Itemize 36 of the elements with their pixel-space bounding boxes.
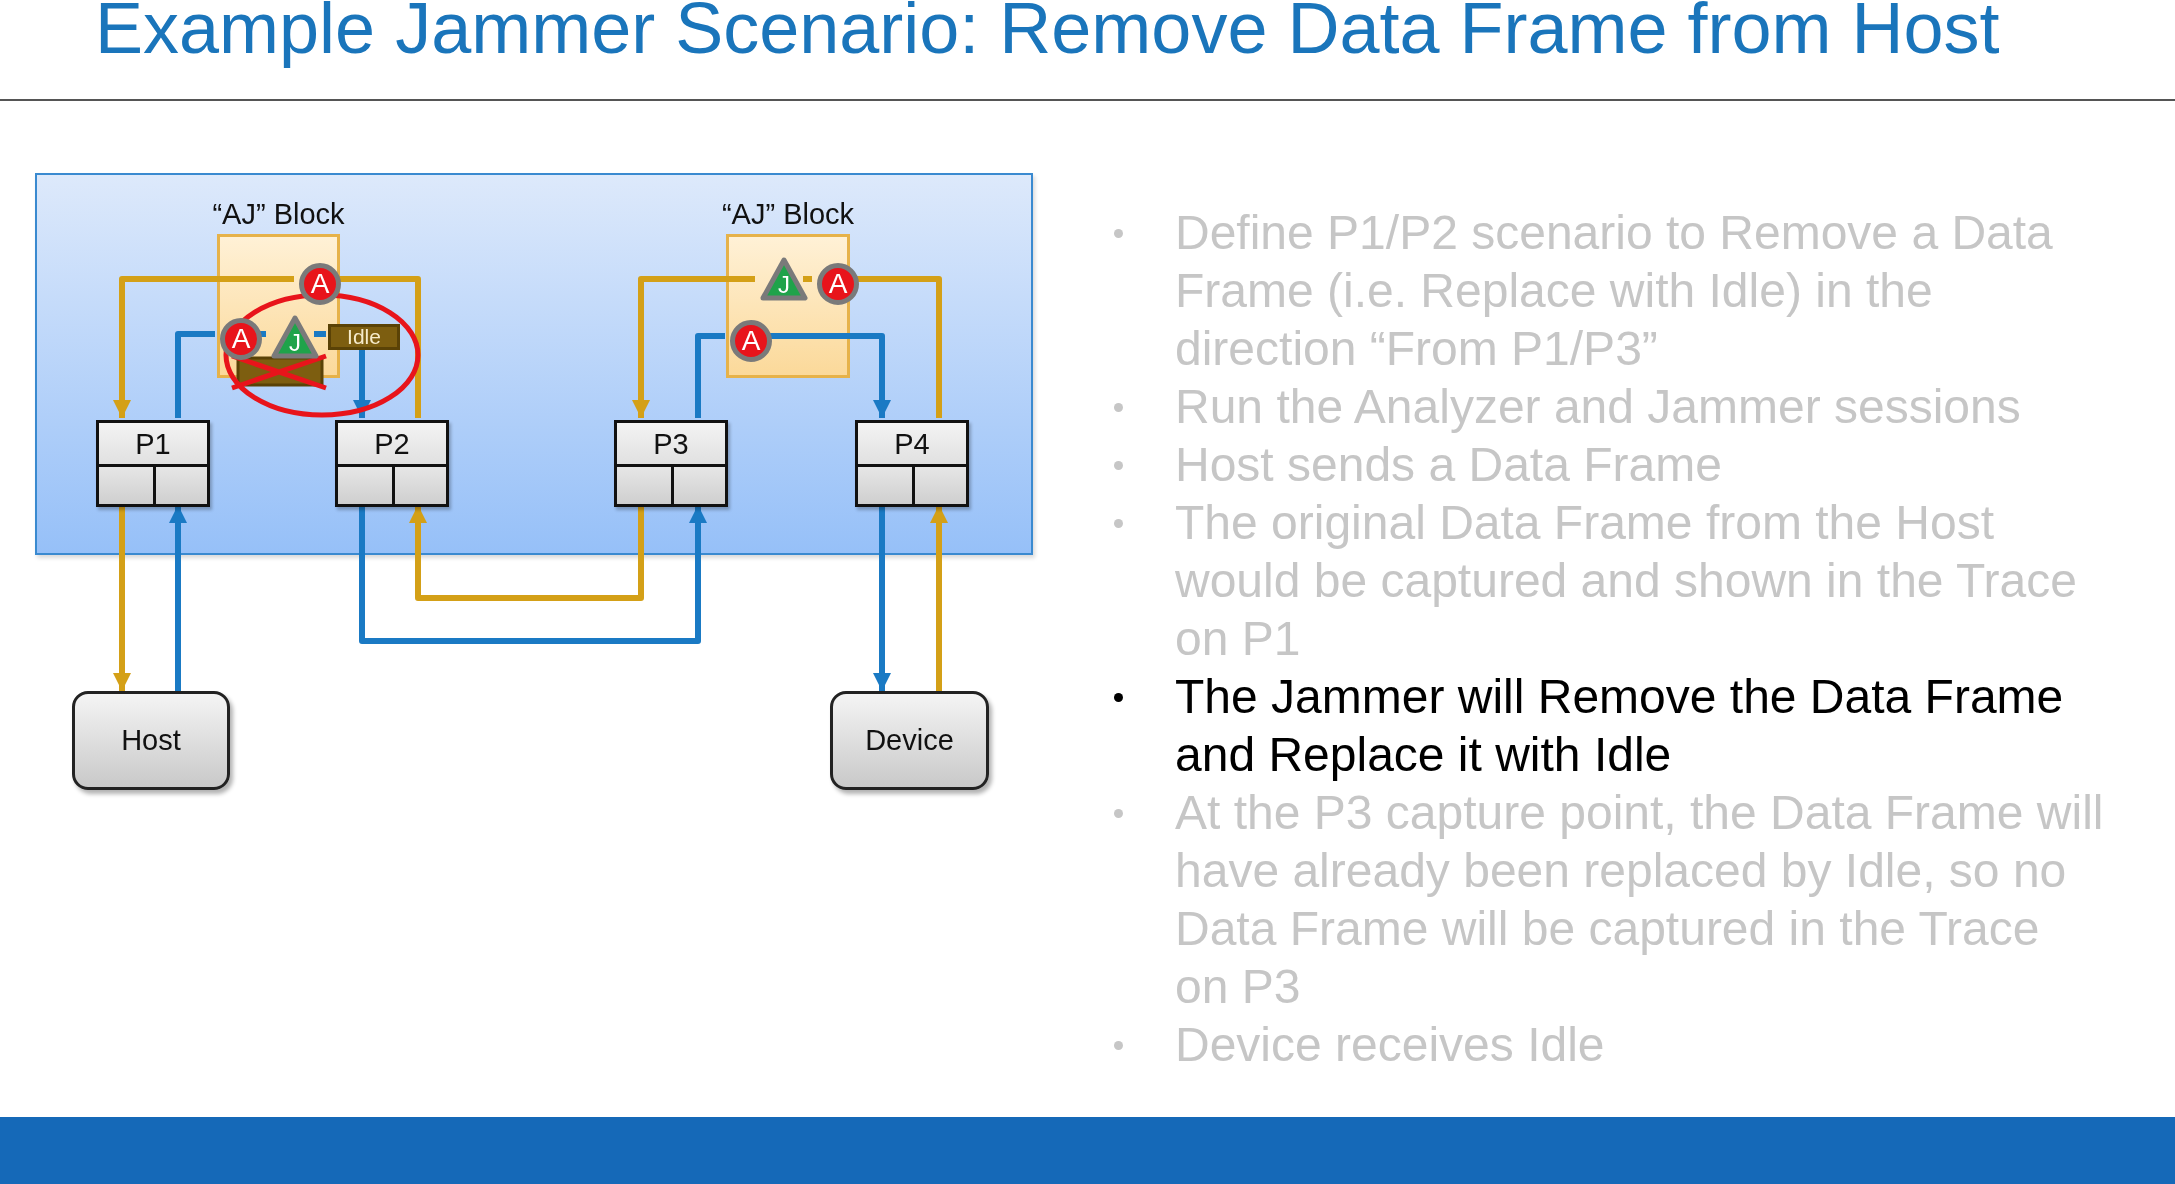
signal-arrow	[113, 505, 131, 691]
signal-arrow	[353, 348, 371, 418]
bullet-text: Device receives Idle	[1175, 1017, 1606, 1073]
signal-arrow	[632, 276, 755, 418]
bullet-text: The Jammer will Remove the Data Frame and Replace it with Idle	[1175, 669, 2065, 783]
analyzer-marker: A	[220, 318, 262, 360]
analyzer-marker: A	[299, 263, 341, 305]
port-box	[855, 420, 969, 507]
jammer-marker: J	[760, 257, 808, 301]
signal-arrow	[169, 505, 187, 691]
analyzer-marker: A	[730, 320, 772, 362]
port-label: P2	[373, 427, 411, 462]
port-label: P3	[652, 427, 690, 462]
bullet-text: Run the Analyzer and Jammer sessions	[1175, 379, 2022, 435]
block-heading: “AJ” Block	[211, 198, 346, 231]
jammer-marker: J	[271, 315, 319, 359]
signal-arrow	[930, 505, 948, 691]
device-panel	[35, 173, 1033, 555]
analyzer-marker: A	[817, 263, 859, 305]
port-box	[96, 420, 210, 507]
bullet-text: Define P1/P2 scenario to Remove a Data Frame (i.e. Replace with Idle) in the direction “From P1/P3”	[1175, 205, 2054, 377]
bullet-text: At the P3 capture point, the Data Frame will have already been replaced by Idle, so no Data Frame will be captured in the Trace on P3	[1175, 785, 2105, 1015]
endpoint-box: Host	[72, 691, 230, 790]
bullet-text: Host sends a Data Frame	[1175, 437, 1723, 493]
bullet-text: The original Data Frame from the Host would be captured and shown in the Trace on P1	[1175, 495, 2078, 667]
port-box	[614, 420, 728, 507]
port-box	[335, 420, 449, 507]
idle-tag: Idle	[328, 324, 400, 350]
signal-arrow	[409, 505, 644, 601]
endpoint-box: Device	[830, 691, 989, 790]
signal-arrow	[359, 505, 707, 644]
port-label: P4	[893, 427, 931, 462]
signal-arrow	[873, 505, 891, 691]
signal-arrow	[113, 276, 294, 418]
block-heading: “AJ” Block	[720, 198, 856, 231]
port-label: P1	[134, 427, 172, 462]
